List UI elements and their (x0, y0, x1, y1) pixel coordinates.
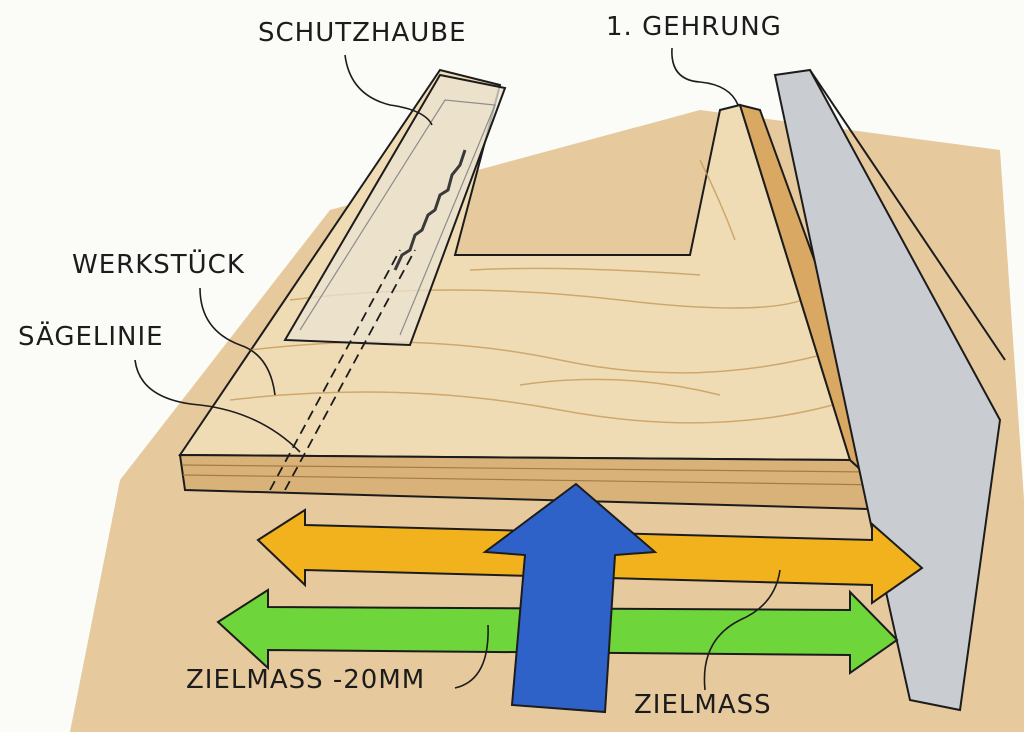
leader-target (703, 569, 781, 691)
label-werkstueck: WERKSTÜCK (72, 250, 245, 280)
label-gehrung: 1. GEHRUNG (606, 12, 782, 42)
label-zielmass-minus-20mm: ZIELMASS -20MM (186, 665, 426, 695)
label-saegelinie: SÄGELINIE (18, 322, 164, 352)
blue-arrow (482, 482, 658, 714)
leader-lines (134, 47, 781, 691)
leader-workpiece (199, 287, 276, 396)
leader-miter (671, 47, 739, 106)
label-zielmass: ZIELMASS (634, 690, 772, 720)
leader-target-minus (454, 624, 489, 689)
leader-saw-line (134, 359, 301, 453)
leader-guard (344, 54, 433, 126)
saw-blade (393, 149, 467, 271)
saw-line-dashed (269, 249, 416, 491)
label-schutzhaube: SCHUTZHAUBE (258, 18, 467, 48)
blade-guard (283, 73, 507, 347)
